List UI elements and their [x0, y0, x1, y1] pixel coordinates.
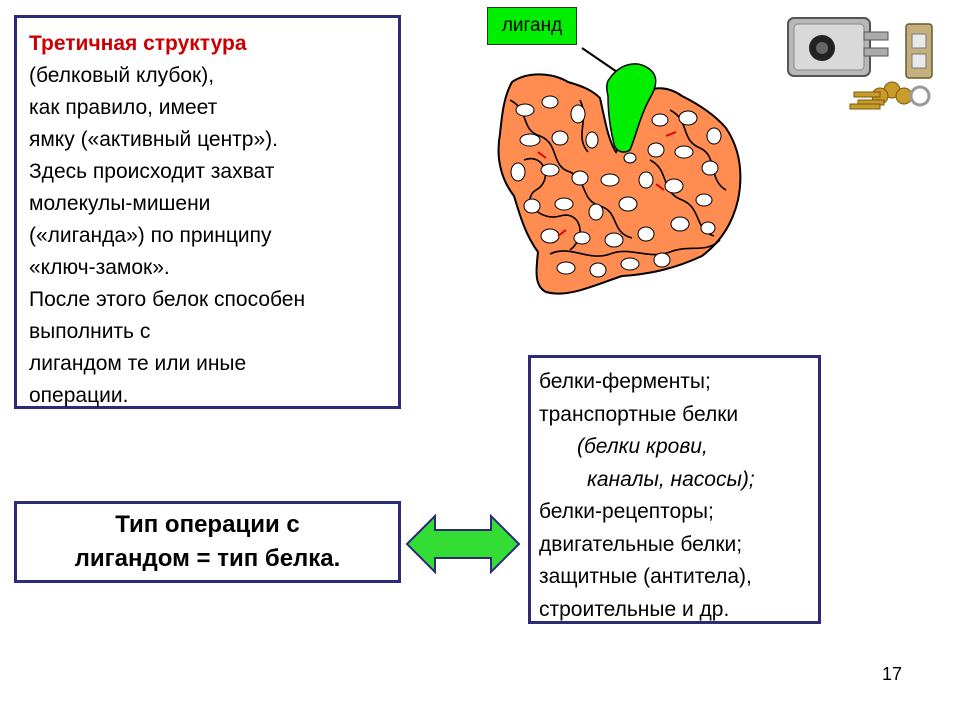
ligand-type-line1: Тип операции с	[115, 511, 300, 538]
lock-and-key-icon	[787, 17, 933, 110]
textbox-line: лигандом те или иные	[29, 352, 247, 375]
textbox-line: «ключ-замок».	[29, 256, 170, 279]
protein-cavities	[510, 95, 722, 278]
ligand-shape	[605, 63, 657, 153]
ligand-type-line2: лигандом = тип белка.	[74, 545, 341, 572]
protein-globule-icon	[497, 47, 742, 295]
textbox-line: После этого белок способен	[29, 288, 306, 311]
textbox-line: Здесь происходит захват	[29, 160, 275, 183]
double-arrow-icon	[405, 514, 521, 574]
textbox-line: операции.	[29, 384, 129, 407]
list-item: строительные и др.	[539, 597, 730, 621]
disulfide-bonds	[537, 131, 677, 237]
textbox-line: ямку («активный центр»).	[29, 128, 278, 151]
ligand-pointer-line	[581, 47, 621, 75]
protein-body	[497, 73, 742, 295]
ligand-label: лиганд	[487, 7, 577, 45]
textbox-line: молекулы-мишени	[29, 192, 211, 215]
list-item: каналы, насосы);	[587, 467, 755, 491]
tertiary-structure-title: Третичная структура	[29, 32, 247, 55]
list-item: транспортные белки	[539, 402, 739, 426]
textbox-line: (белковый клубок),	[29, 64, 215, 87]
tertiary-structure-textbox: Третичная структура (белковый клубок), к…	[14, 15, 401, 409]
textbox-line: («лиганда») по принципу	[29, 224, 272, 247]
list-item: защитные (антитела),	[539, 565, 752, 588]
page-number: 17	[882, 664, 903, 684]
textbox-line: как правило, имеет	[29, 96, 218, 119]
textbox-line: выполнить с	[29, 320, 151, 343]
list-item: (белки крови,	[577, 435, 708, 458]
ligand-type-textbox: Тип операции с лигандом = тип белка.	[14, 501, 401, 583]
protein-types-list: белки-ферменты; транспортные белки (белк…	[528, 355, 821, 624]
list-item: белки-рецепторы;	[539, 500, 714, 523]
list-item: белки-ферменты;	[539, 370, 711, 393]
list-item: двигательные белки;	[539, 532, 743, 556]
